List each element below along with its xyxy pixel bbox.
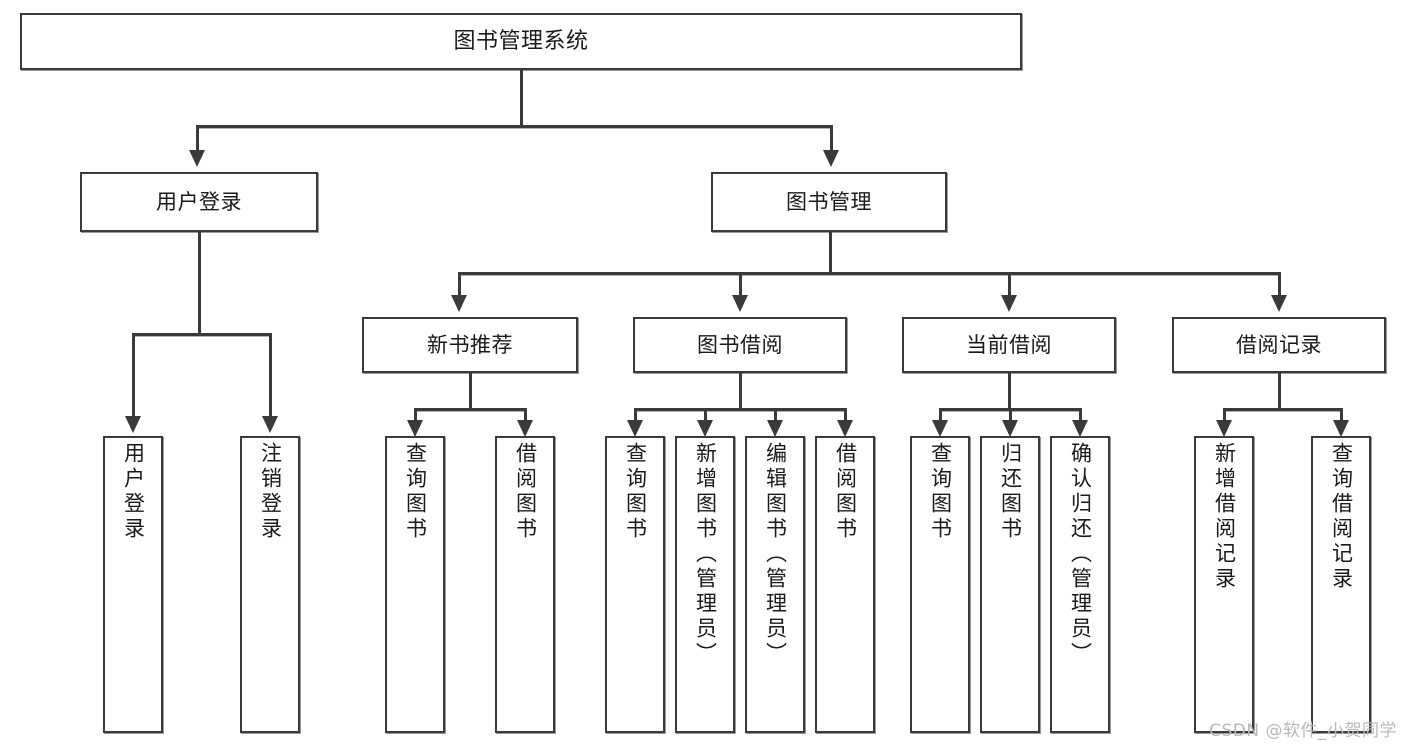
arrowhead-new-book <box>451 295 467 312</box>
node-root-system[interactable]: 图书管理系统 <box>20 13 1022 70</box>
node-label: 查询借阅记录 <box>1329 442 1354 592</box>
connector-drop-br-query <box>1340 408 1343 424</box>
connector-borrow-record-bar <box>1223 408 1343 411</box>
arrowhead-record <box>1271 295 1287 312</box>
connector-drop-nb-borrow <box>524 408 527 424</box>
connector-drop-bb-borrow <box>844 408 847 424</box>
connector-drop-logout <box>269 333 272 418</box>
node-label: 用户登录 <box>156 189 242 214</box>
arrowhead-bb-edit <box>767 420 783 437</box>
node-label: 借阅图书 <box>513 442 538 542</box>
arrowhead-user-login <box>189 150 205 167</box>
connector-new-book-bar <box>414 408 527 411</box>
node-label: 借阅图书 <box>833 442 858 542</box>
connector-drop-cb-confirm <box>1079 408 1082 424</box>
node-label: 查询图书 <box>928 442 953 542</box>
leaf-nb-query-book[interactable]: 查询图书 <box>385 436 445 733</box>
connector-drop-login <box>132 333 135 418</box>
connector-book-borrow-stem <box>739 373 742 411</box>
leaf-br-add-record[interactable]: 新增借阅记录 <box>1194 436 1254 733</box>
arrowhead-current <box>1001 295 1017 312</box>
node-current-borrow[interactable]: 当前借阅 <box>902 317 1116 373</box>
leaf-user-login[interactable]: 用户登录 <box>103 436 163 733</box>
node-label: 借阅记录 <box>1236 332 1322 357</box>
connector-user-login-stem <box>198 232 201 334</box>
leaf-cb-confirm-return[interactable]: 确认归还（管理员） <box>1050 436 1110 733</box>
connector-user-login-bar <box>132 333 272 336</box>
connector-drop-cb-return <box>1009 408 1012 424</box>
connector-drop-br-add <box>1223 408 1226 424</box>
leaf-bb-edit-book[interactable]: 编辑图书（管理员） <box>745 436 805 733</box>
node-label: 归还图书 <box>998 442 1023 542</box>
node-label: 新增借阅记录 <box>1212 442 1237 592</box>
node-label: 新书推荐 <box>427 332 513 357</box>
arrowhead-bb-add <box>697 420 713 437</box>
connector-drop-current <box>1008 272 1011 297</box>
connector-book-manage-stem <box>829 232 832 274</box>
connector-drop-nb-query <box>414 408 417 424</box>
connector-root-stem <box>520 70 523 126</box>
arrowhead-br-query <box>1333 420 1349 437</box>
connector-drop-new-book <box>458 272 461 297</box>
csdn-watermark: CSDN @软件_小贺同学 <box>1209 721 1397 741</box>
connector-drop-book-manage <box>830 125 833 152</box>
leaf-br-query-record[interactable]: 查询借阅记录 <box>1311 436 1371 733</box>
connector-drop-bb-query <box>634 408 637 424</box>
arrowhead-br-add <box>1216 420 1232 437</box>
leaf-user-logout[interactable]: 注销登录 <box>240 436 300 733</box>
arrowhead-cb-query <box>932 420 948 437</box>
leaf-nb-borrow-book[interactable]: 借阅图书 <box>495 436 555 733</box>
connector-drop-cb-query <box>939 408 942 424</box>
connector-drop-bb-edit <box>774 408 777 424</box>
leaf-bb-borrow-book[interactable]: 借阅图书 <box>815 436 875 733</box>
node-label: 用户登录 <box>121 442 146 542</box>
connector-drop-record <box>1278 272 1281 297</box>
node-new-book-recommend[interactable]: 新书推荐 <box>362 317 578 373</box>
leaf-cb-return-book[interactable]: 归还图书 <box>980 436 1040 733</box>
node-book-borrow[interactable]: 图书借阅 <box>633 317 847 373</box>
node-label: 编辑图书（管理员） <box>763 442 788 667</box>
node-label: 新增图书（管理员） <box>693 442 718 667</box>
arrowhead-bb-borrow <box>837 420 853 437</box>
arrowhead-logout <box>262 416 278 433</box>
node-label: 注销登录 <box>258 442 283 542</box>
leaf-bb-query-book[interactable]: 查询图书 <box>605 436 665 733</box>
node-label: 查询图书 <box>623 442 648 542</box>
connector-drop-user-login <box>196 125 199 152</box>
node-label: 确认归还（管理员） <box>1068 442 1093 667</box>
arrowhead-nb-query <box>407 420 423 437</box>
connector-level3-bar <box>458 272 1281 275</box>
arrowhead-login <box>125 416 141 433</box>
arrowhead-nb-borrow <box>517 420 533 437</box>
connector-new-book-stem <box>469 373 472 411</box>
connector-level2-bar <box>196 125 833 128</box>
node-user-login[interactable]: 用户登录 <box>80 172 318 232</box>
connector-current-borrow-stem <box>1008 373 1011 411</box>
arrowhead-borrow <box>732 295 748 312</box>
connector-borrow-record-stem <box>1278 373 1281 411</box>
node-book-management[interactable]: 图书管理 <box>711 172 947 232</box>
connector-drop-bb-add <box>704 408 707 424</box>
arrowhead-bb-query <box>627 420 643 437</box>
arrowhead-book-manage <box>823 150 839 167</box>
node-label: 当前借阅 <box>966 332 1052 357</box>
arrowhead-cb-return <box>1002 420 1018 437</box>
node-borrow-record[interactable]: 借阅记录 <box>1172 317 1386 373</box>
connector-drop-borrow <box>739 272 742 297</box>
arrowhead-cb-confirm <box>1072 420 1088 437</box>
node-label: 查询图书 <box>403 442 428 542</box>
leaf-bb-add-book[interactable]: 新增图书（管理员） <box>675 436 735 733</box>
leaf-cb-query-book[interactable]: 查询图书 <box>910 436 970 733</box>
node-label: 图书管理系统 <box>453 28 589 54</box>
connector-book-borrow-bar <box>634 408 847 411</box>
node-label: 图书管理 <box>786 189 872 214</box>
node-label: 图书借阅 <box>697 332 783 357</box>
